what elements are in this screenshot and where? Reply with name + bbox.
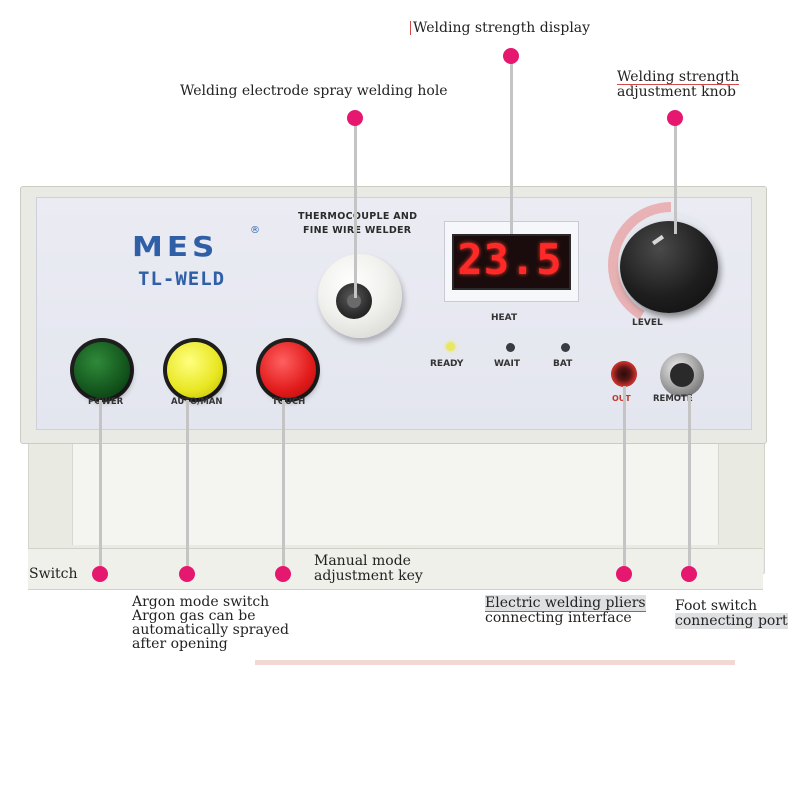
argon-callout-label-line4: after opening: [132, 636, 228, 652]
pliers-callout-label-line2: connecting interface: [485, 610, 632, 626]
auto-man-label: AUTO/MAN: [171, 397, 223, 407]
ready-label: READY: [430, 359, 464, 369]
spray-hole-callout-dot: [347, 110, 363, 126]
device-stand-inner: [72, 440, 719, 545]
panel-title-line2: FINE WIRE WELDER: [303, 225, 412, 236]
foot-callout-dot: [681, 566, 697, 582]
panel-title-line1: THERMOCOUPLE AND: [298, 211, 418, 222]
manual-leader-line: [282, 400, 285, 574]
argon-callout-label-line1: Argon mode switch: [132, 594, 270, 610]
electrode-core: [347, 294, 361, 308]
touch-button[interactable]: [260, 342, 316, 398]
ready-led: [446, 342, 455, 351]
auto-man-button[interactable]: [167, 342, 223, 398]
display-callout-dot: [503, 48, 519, 64]
argon-leader-line: [186, 400, 189, 574]
knob-callout-label-line2: adjustment knob: [617, 84, 737, 100]
knob-callout-label-line1: Welding strength: [617, 69, 740, 85]
out-label: OUT: [612, 394, 631, 403]
argon-callout-label-line2: Argon gas can be: [132, 608, 256, 624]
switch-leader-line: [99, 400, 102, 574]
level-label: LEVEL: [632, 318, 663, 328]
brand-logo: MES: [132, 230, 219, 264]
remote-connector-socket: [670, 363, 694, 387]
device-stand-rail: [28, 548, 763, 590]
foot-callout-label-line2-text: connecting port: [675, 613, 788, 629]
manual-callout-dot: [275, 566, 291, 582]
level-knob[interactable]: [620, 221, 718, 313]
heat-label: HEAT: [491, 313, 518, 323]
pliers-callout-dot: [616, 566, 632, 582]
stand-shadow: [255, 660, 735, 665]
argon-callout-dot: [179, 566, 195, 582]
manual-callout-label-line1: Manual mode: [314, 553, 411, 569]
knob-leader-line: [674, 118, 677, 234]
power-label: POWER: [88, 397, 124, 407]
power-button[interactable]: [74, 342, 130, 398]
display-leader-line: [510, 56, 513, 234]
pliers-leader-line: [623, 386, 626, 574]
knob-callout-dot: [667, 110, 683, 126]
pliers-callout-label-line1-text: Electric welding pliers: [485, 595, 646, 612]
wait-label: WAIT: [494, 359, 520, 369]
model-name: TL-WELD: [138, 268, 226, 290]
touch-label: TOUCH: [272, 397, 306, 407]
foot-leader-line: [688, 395, 691, 574]
spray-hole-leader-line: [354, 118, 357, 298]
switch-callout-label: Switch: [29, 566, 78, 582]
switch-callout-dot: [92, 566, 108, 582]
bat-led: [561, 343, 570, 352]
strength-display: [452, 234, 571, 290]
foot-callout-label-line2: connecting port: [675, 613, 788, 629]
registered-mark: ®: [250, 225, 260, 236]
pliers-callout-label-line1: Electric welding pliers: [485, 595, 646, 612]
remote-label: REMOTE: [653, 394, 693, 404]
foot-callout-label-line1: Foot switch: [675, 598, 758, 614]
strength-display-value: 23.5: [457, 235, 563, 284]
manual-callout-label-line2: adjustment key: [314, 568, 423, 584]
spray-hole-callout-label: Welding electrode spray welding hole: [180, 83, 448, 99]
bat-label: BAT: [553, 359, 573, 369]
argon-callout-label-line3: automatically sprayed: [132, 622, 289, 638]
display-callout-label: Welding strength display: [410, 21, 590, 35]
out-jack[interactable]: [611, 361, 637, 387]
wait-led: [506, 343, 515, 352]
